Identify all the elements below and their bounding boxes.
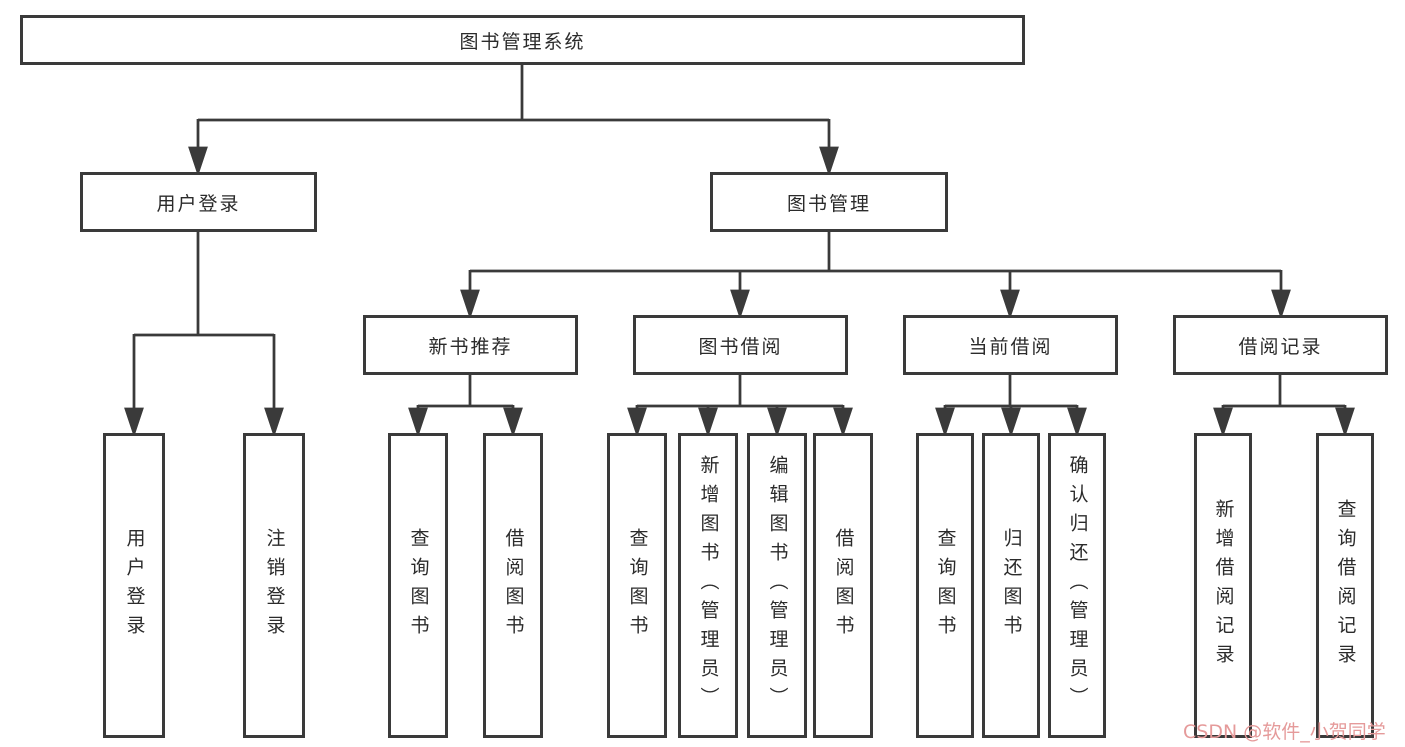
node-book-borrowing: 图书借阅 (633, 315, 848, 375)
node-borrowing-records: 借阅记录 (1173, 315, 1388, 375)
leaf-current-query-books: 查询图书 (916, 433, 974, 738)
leaf-borrowing-add-books-admin-label: 新增图书（管理员） (697, 455, 720, 716)
leaf-borrowing-borrow-books: 借阅图书 (813, 433, 873, 738)
leaf-logout-label: 注销登录 (263, 527, 286, 644)
leaf-current-return-books: 归还图书 (982, 433, 1040, 738)
node-book-management: 图书管理 (710, 172, 948, 232)
leaf-current-confirm-return-admin: 确认归还（管理员） (1048, 433, 1106, 738)
leaf-borrowing-edit-books-admin: 编辑图书（管理员） (747, 433, 807, 738)
leaf-records-add-record: 新增借阅记录 (1194, 433, 1252, 738)
node-new-book-recommend: 新书推荐 (363, 315, 578, 375)
leaf-borrowing-query-books-label: 查询图书 (626, 527, 649, 644)
leaf-borrowing-query-books: 查询图书 (607, 433, 667, 738)
leaf-newbook-borrow-books-label: 借阅图书 (502, 527, 525, 644)
leaf-borrowing-edit-books-admin-label: 编辑图书（管理员） (766, 455, 789, 716)
node-current-borrowing: 当前借阅 (903, 315, 1118, 375)
node-library-management-system: 图书管理系统 (20, 15, 1025, 65)
leaf-borrowing-borrow-books-label: 借阅图书 (832, 527, 855, 644)
leaf-records-query-record-label: 查询借阅记录 (1334, 498, 1357, 673)
leaf-user-login: 用户登录 (103, 433, 165, 738)
leaf-user-login-label: 用户登录 (123, 527, 146, 644)
leaf-current-confirm-return-admin-label: 确认归还（管理员） (1066, 455, 1089, 716)
leaf-current-query-books-label: 查询图书 (934, 527, 957, 644)
csdn-watermark: CSDN @软件_小贺同学 (1183, 721, 1386, 743)
node-user-login: 用户登录 (80, 172, 317, 232)
leaf-newbook-query-books: 查询图书 (388, 433, 448, 738)
leaf-current-return-books-label: 归还图书 (1000, 527, 1023, 644)
leaf-newbook-query-books-label: 查询图书 (407, 527, 430, 644)
leaf-records-query-record: 查询借阅记录 (1316, 433, 1374, 738)
leaf-borrowing-add-books-admin: 新增图书（管理员） (678, 433, 738, 738)
leaf-newbook-borrow-books: 借阅图书 (483, 433, 543, 738)
leaf-records-add-record-label: 新增借阅记录 (1212, 498, 1235, 673)
leaf-logout: 注销登录 (243, 433, 305, 738)
